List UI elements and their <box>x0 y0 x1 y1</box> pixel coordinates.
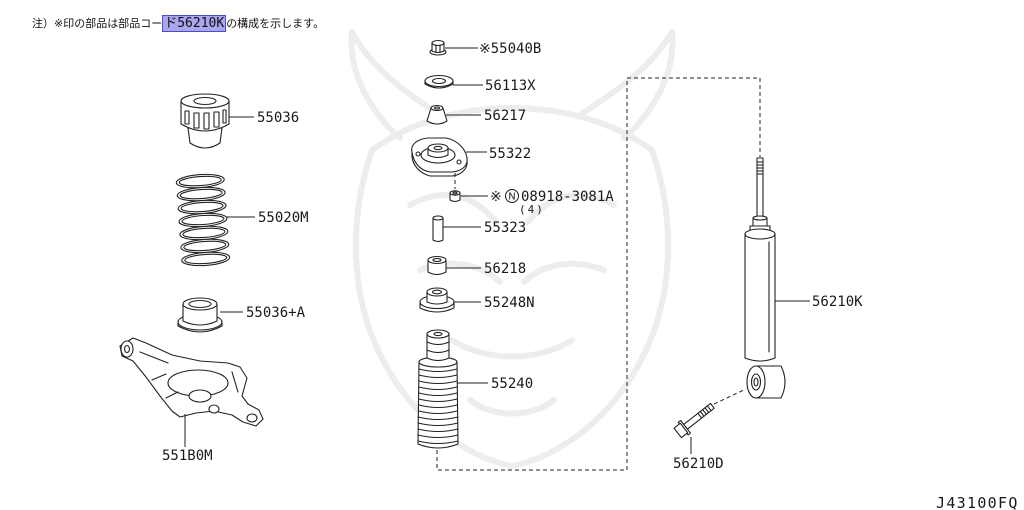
circled-letter: N <box>508 192 515 203</box>
bushing-body <box>427 259 447 276</box>
callout-56217[interactable]: 56217 <box>484 108 526 124</box>
callout-55323[interactable]: 55323 <box>484 220 526 236</box>
spacer-body <box>432 217 444 243</box>
callout-55036A[interactable]: 55036+A <box>246 305 306 321</box>
seat-cylinder-hole <box>188 299 212 309</box>
spacer-drawing <box>432 215 444 243</box>
bushing-hole <box>432 257 442 263</box>
spring-coils <box>175 173 231 267</box>
bolt-thread <box>697 405 712 419</box>
callout-55248N[interactable]: 55248N <box>484 295 535 311</box>
bolt-to-eye-dashed-line <box>713 388 747 405</box>
boot-folds <box>417 368 459 445</box>
spacer-top <box>432 215 444 221</box>
callout-part-number: 08918-3081A <box>521 189 614 205</box>
callout-55040B[interactable]: ※55040B <box>479 41 541 57</box>
mount-center-hole <box>433 145 443 151</box>
washer-drawing <box>424 74 454 89</box>
lower-bushing-drawing <box>427 255 447 276</box>
diagram-code: J43100FQ <box>936 494 1019 510</box>
washer-hole <box>431 77 447 85</box>
shock-body-top <box>744 228 776 240</box>
bump-rubber-and-boot-drawing <box>417 329 459 449</box>
callout-551B0M[interactable]: 551B0M <box>162 448 213 464</box>
shock-absorber-drawing <box>744 157 786 399</box>
assembly-boundary-dashed-line <box>436 77 761 471</box>
seat-top-hole <box>193 96 217 106</box>
seat-boss-hole <box>431 289 443 295</box>
piston-rod <box>756 157 764 219</box>
seat-crown-slots <box>184 109 227 130</box>
bumper-seat-drawing <box>419 287 455 313</box>
boot-outline <box>417 361 459 449</box>
callout-mark: ※ <box>490 189 502 205</box>
nut-faces <box>435 44 441 54</box>
callout-55322[interactable]: 55322 <box>489 146 531 162</box>
arm-bushing-right-2 <box>246 413 258 423</box>
arm-ribs <box>139 351 239 399</box>
callout-quantity: (4) <box>519 203 545 216</box>
shock-body <box>744 233 776 362</box>
callout-08918-3081A[interactable]: ※ N 08918-3081A (4) <box>490 189 614 216</box>
rod-thread <box>756 161 764 175</box>
watermark-emblem <box>348 29 676 469</box>
lower-link-arm-drawing <box>119 337 264 427</box>
callout-56210D[interactable]: 56210D <box>673 456 724 472</box>
seat-crown-body <box>180 100 230 132</box>
arm-bushing-right-1 <box>208 404 220 414</box>
mount-nut-drawing <box>449 190 461 203</box>
arm-bushing-left-hole <box>123 344 131 354</box>
nut-hole <box>452 191 458 195</box>
seat-lower-body <box>187 127 223 149</box>
arm-dish-hole <box>188 389 212 403</box>
coil-spring-drawing <box>175 173 231 267</box>
upper-spring-seat-drawing <box>180 93 230 149</box>
nut-top <box>431 39 445 47</box>
mounting-insulator-drawing <box>411 137 468 177</box>
callout-56113X[interactable]: 56113X <box>485 78 536 94</box>
callout-55020M[interactable]: 55020M <box>258 210 309 226</box>
footnote-text-end: の構成を示します。 <box>226 17 325 30</box>
callout-55240[interactable]: 55240 <box>491 376 533 392</box>
rod-collar-top <box>752 215 768 221</box>
upper-bushing-drawing <box>426 104 448 125</box>
lower-spring-seat-drawing <box>177 297 223 333</box>
footnote-text-start: 注）※印の部品は部品コー <box>32 17 163 30</box>
circled-letter-ring <box>505 189 519 203</box>
eye-hole <box>753 377 759 387</box>
callout-56218[interactable]: 56218 <box>484 261 526 277</box>
bump-rubber-rings <box>426 341 450 354</box>
mount-bolt-hole-left <box>415 151 421 157</box>
watermark-outline <box>348 29 676 469</box>
callout-56210K[interactable]: 56210K <box>812 294 863 310</box>
mount-bolt-hole-right <box>456 159 462 165</box>
bushing-hole <box>433 106 441 110</box>
bushing-cone <box>426 107 448 125</box>
callout-55036[interactable]: 55036 <box>257 110 299 126</box>
bump-rubber-hole <box>433 331 443 337</box>
mounting-bolt-drawing <box>673 402 715 439</box>
bolt-shank <box>683 402 715 430</box>
search-highlight: ド56210K <box>162 15 227 32</box>
bolt-head <box>673 422 689 439</box>
bump-rubber-body <box>426 333 450 362</box>
flange-nut-drawing <box>429 39 447 56</box>
